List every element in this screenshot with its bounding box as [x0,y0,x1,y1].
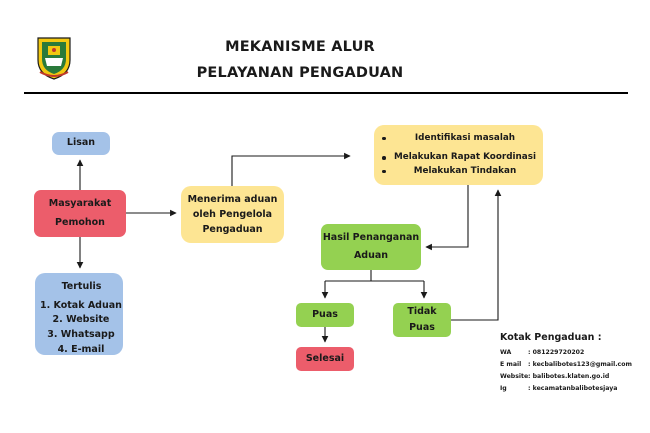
node-masyarakat-line1: Masyarakat [48,198,112,210]
node-masyarakat-pemohon: Masyarakat Pemohon [34,190,126,237]
node-puas-label: Puas [312,308,338,320]
node-tidak-line1: Tidak [407,305,437,317]
node-selesai: Selesai [296,347,354,371]
arrow-to-hasil [425,185,469,251]
contact-label: Website [500,373,529,380]
list-item: Melakukan Rapat Koordinasi [382,151,536,165]
node-tertulis-head: Tertulis [61,281,102,292]
node-tidak-puas: Tidak Puas [393,303,451,337]
list-item: 2. Website [52,314,110,326]
node-hasil-line2: Aduan [353,250,389,261]
node-selesai-label: Selesai [305,352,345,364]
list-item: 4. E-mail [57,343,105,355]
header-divider [24,92,628,94]
node-menerima-aduan: Menerima aduan oleh Pengelola Pengaduan [181,186,284,243]
node-tertulis: Tertulis 1. Kotak Aduan 2. Website 3. Wh… [35,273,123,355]
node-puas: Puas [296,303,354,327]
node-menerima-line1: Menerima aduan [187,193,278,205]
node-hasil-line1: Hasil Penanganan [322,231,420,243]
tertulis-channel-list: 1. Kotak Aduan 2. Website 3. Whatsapp 4.… [40,299,122,358]
contact-value: : 081229720202 [528,349,585,356]
contact-row-website: Website: balibotes.klaten.go.id [500,373,609,380]
page-title-line2: PELAYANAN PENGADUAN [196,65,404,81]
contact-row-email: E mail : kecbalibotes123@gmail.com [500,361,632,368]
node-identifikasi: Identifikasi masalah Melakukan Rapat Koo… [374,125,543,185]
contact-row-wa: WA : 081229720202 [500,349,584,356]
contact-title: Kotak Pengaduan : [500,332,602,343]
node-lisan: Lisan [52,132,110,155]
node-lisan-label: Lisan [66,137,96,149]
list-item: 1. Kotak Aduan [40,299,122,311]
contact-value: : kecamatanbalibotesjaya [528,385,618,392]
node-tidak-line2: Puas [409,322,435,333]
node-menerima-line2: oleh Pengelola [192,208,273,220]
arrow-to-identifikasi [231,152,351,186]
list-item: Melakukan Tindakan [382,165,536,179]
regional-emblem-icon [37,37,71,80]
contact-value: : kecbalibotes123@gmail.com [528,361,632,368]
identifikasi-step-list: Identifikasi masalah Melakukan Rapat Koo… [382,132,536,179]
contact-label: Ig [500,385,507,392]
node-masyarakat-line2: Pemohon [55,216,105,228]
arrow-feedback-loop [451,189,502,321]
node-menerima-line3: Pengaduan [202,224,263,236]
node-hasil-penanganan: Hasil Penanganan Aduan [321,224,421,270]
contact-value: : balibotes.klaten.go.id [528,373,610,380]
contact-label: WA [500,349,512,356]
list-item: Identifikasi masalah [382,132,536,146]
contact-label: E mail [500,361,522,368]
page-title-line1: MEKANISME ALUR [225,39,375,55]
contact-row-ig: Ig : kecamatanbalibotesjaya [500,385,617,392]
list-item: 3. Whatsapp [47,329,115,341]
